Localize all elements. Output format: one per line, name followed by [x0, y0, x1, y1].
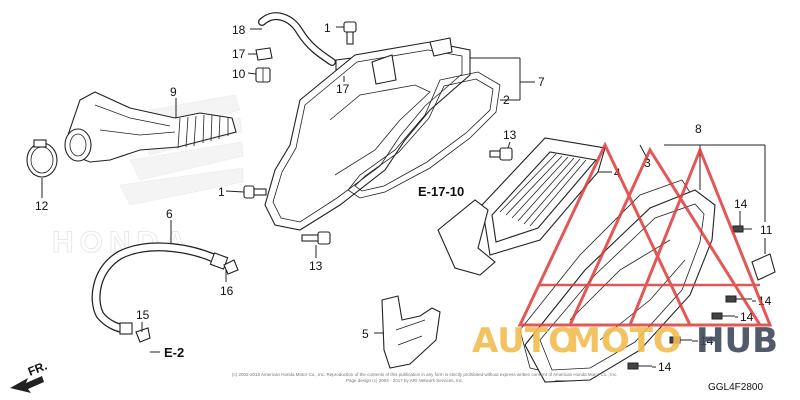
part-label-13-lower: 13 [309, 259, 323, 273]
screw-part-14-e [627, 362, 652, 370]
part-label-15: 15 [136, 308, 150, 322]
part-label-5: 5 [362, 327, 369, 341]
part-label-3: 3 [644, 156, 651, 170]
part-label-16: 16 [220, 284, 234, 298]
part-label-2: 2 [503, 93, 510, 107]
front-direction-label: FR. [26, 359, 49, 379]
part-label-14-c: 14 [740, 310, 754, 324]
bolt-part-1-top [343, 21, 357, 45]
watermark-text: AUTO MOTO HUB [472, 321, 778, 361]
watermark-triangle-icon [517, 141, 773, 327]
part-label-1-left: 1 [218, 185, 225, 199]
gasket-part-2 [347, 71, 501, 199]
part-label-13-upper: 13 [503, 128, 517, 142]
bracket-part-5 [381, 295, 441, 369]
part-label-6: 6 [166, 207, 173, 221]
part-label-14-d: 14 [700, 334, 714, 348]
bolt-part-1-left [243, 185, 267, 199]
clip-part-16 [223, 259, 239, 275]
copyright-line-1: (c) 2002-2015 American Honda Motor Co., … [232, 372, 617, 377]
part-label-7: 7 [538, 75, 545, 89]
hose-clamp-part-12 [26, 139, 58, 178]
screw-part-14-b [725, 295, 752, 303]
intake-duct-part-9 [64, 91, 237, 163]
bolt-part-13-lower [301, 231, 331, 245]
part-label-11: 11 [760, 223, 773, 237]
part-label-9: 9 [170, 85, 177, 99]
screw-part-14-d [669, 336, 692, 344]
joint-part-10 [255, 67, 271, 83]
diagram-code: GGL4F2800 [708, 382, 763, 393]
part-label-14-a: 14 [734, 197, 748, 211]
part-label-17-lower: 17 [336, 82, 350, 96]
watermark-part-2: MOTO [567, 321, 682, 361]
air-cleaner-housing [264, 37, 471, 231]
watermark-part-3: HUB [696, 321, 778, 361]
reference-e-2: E-2 [164, 345, 184, 360]
copyright-line-2: Page design (c) 2004 - 2017 by ARI Netwo… [346, 378, 463, 383]
clip-part-15 [135, 327, 151, 343]
part-label-8: 8 [695, 122, 702, 136]
screw-part-14-c [711, 312, 735, 320]
air-filter-part-4 [437, 137, 606, 276]
reference-e-17-10: E-17-10 [418, 184, 464, 199]
drain-tube-part-6 [91, 242, 229, 335]
clip-part-17-upper [255, 47, 273, 61]
part-label-10: 10 [232, 67, 246, 81]
leader-lines [41, 26, 766, 382]
part-label-14-e: 14 [658, 360, 672, 374]
breather-tube-part-18 [258, 12, 336, 66]
front-arrow-icon [10, 376, 44, 393]
screw-part-14-a [732, 225, 752, 233]
part-label-17-upper: 17 [232, 47, 246, 61]
part-label-12: 12 [35, 199, 49, 213]
bolt-part-13-upper [489, 147, 513, 161]
part-label-1-top: 1 [324, 21, 331, 35]
part-label-18: 18 [232, 23, 246, 37]
label-part-11 [751, 253, 776, 281]
watermark-part-1: AUTO [472, 321, 577, 361]
